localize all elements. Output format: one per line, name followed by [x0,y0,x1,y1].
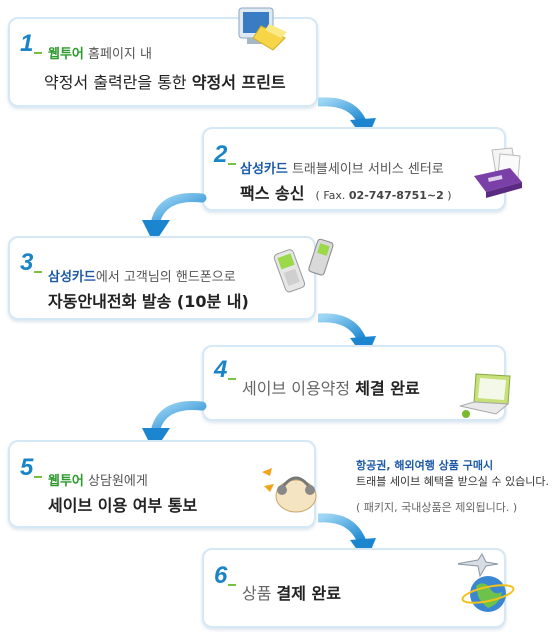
step-4-number: 4 [214,356,237,383]
step-3-line1: 삼성카드에서 고객님의 핸드폰으로 [48,270,236,285]
globe-airplane-icon [455,552,522,618]
step-1-line2: 약정서 출력란을 통한 약정서 프린트 [44,73,286,92]
step-2-card: 2 삼성카드 트래블세이브 서비스 센터로 팩스 송신 ( Fax. 02-74… [202,127,506,211]
step-2-line1: 삼성카드 트래블세이브 서비스 센터로 [240,162,444,177]
note-line2: 트래블 세이브 혜택을 받으실 수 있습니다. [356,475,550,488]
step-1-number: 1 [20,30,43,57]
step-6-line2: 상품 결제 완료 [242,584,341,603]
fax-machine-icon [470,146,530,206]
step-5-line1: 웹투어 상담원에게 [48,474,148,489]
step-3-line2: 자동안내전화 발송 (10분 내) [48,292,249,311]
step-2-number: 2 [214,141,237,168]
step-1-line1: 웹투어 홈페이지 내 [48,47,152,62]
step-5-number: 5 [20,454,43,481]
step-2-line2: 팩스 송신 ( Fax. 02-747-8751~2 ) [240,184,452,203]
note-line1: 항공권, 해외여행 상품 구매시 [356,459,494,472]
computer-monitor-icon [233,4,295,60]
note-block: 항공권, 해외여행 상품 구매시 트래블 세이브 혜택을 받으실 수 있습니다.… [356,458,549,516]
laptop-icon [456,370,520,426]
flow-arrow-2-3 [136,190,208,250]
headset-phone-icon [258,462,322,522]
step-6-card: 6 상품 결제 완료 [202,548,506,628]
step-3-card: 3 삼성카드에서 고객님의 핸드폰으로 자동안내전화 발송 (10분 내) [8,236,316,320]
step-4-line2: 세이브 이용약정 체결 완료 [242,379,420,398]
step-3-number: 3 [20,249,43,276]
step-5-card: 5 웹투어 상담원에게 세이브 이용 여부 통보 [8,440,316,528]
step-5-line2: 세이브 이용 여부 통보 [48,496,198,515]
fax-number: ( Fax. 02-747-8751~2 ) [315,189,452,202]
step-4-card: 4 세이브 이용약정 체결 완료 [202,345,506,421]
step-6-number: 6 [214,562,237,589]
note-line3: ( 패키지, 국내상품은 제외됩니다. ) [356,501,518,514]
mobile-phones-icon [272,236,338,304]
